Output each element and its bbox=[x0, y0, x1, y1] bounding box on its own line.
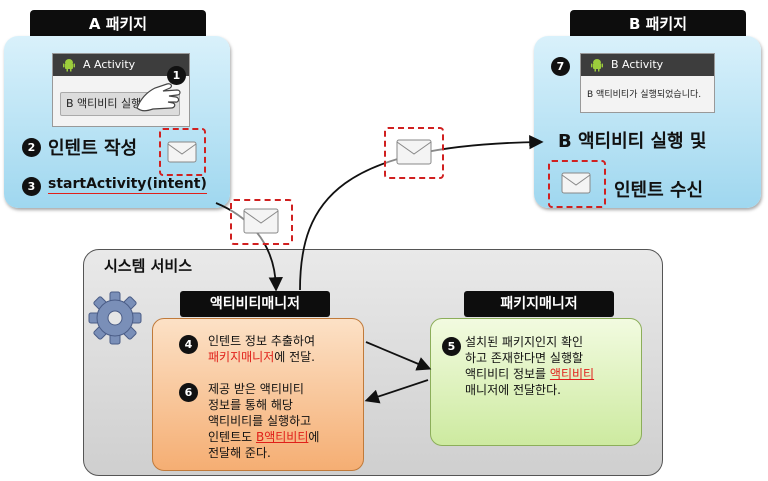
b-activity-highlight: B액티비티 bbox=[255, 430, 309, 444]
b-activity-titlebar: B Activity bbox=[581, 54, 714, 76]
b-activity-launch-label: B 액티비티 실행 bbox=[66, 97, 142, 110]
a-activity-title: A Activity bbox=[83, 58, 136, 71]
system-service-title: 시스템 서비스 bbox=[104, 257, 193, 275]
step-4-badge: 4 bbox=[179, 335, 198, 354]
step-3-badge: 3 bbox=[22, 177, 41, 196]
gear-icon bbox=[88, 291, 142, 345]
create-intent-label: 인텐트 작성 bbox=[48, 138, 138, 159]
package-a-title: A 패키지 bbox=[30, 10, 206, 38]
activity-highlight: 액티비티 bbox=[549, 367, 595, 381]
step-6-line2: 정보를 통해 해당 bbox=[208, 398, 293, 412]
envelope-icon bbox=[167, 141, 197, 163]
step-6-text: 제공 받은 액티비티 정보를 통해 해당 액티비티를 실행하고 인텐트도 B액티… bbox=[208, 381, 358, 461]
b-intent-highlight bbox=[548, 160, 606, 208]
a-activity-screen: A Activity B 액티비티 실행 bbox=[52, 53, 190, 127]
b-activity-title: B Activity bbox=[611, 58, 664, 71]
step-4-line2: 패키지매니저에 전달. bbox=[208, 349, 358, 365]
step-5-line1: 설치된 패키지인지 확인 bbox=[465, 335, 584, 349]
step-4-line2-rest: 에 전달. bbox=[274, 350, 315, 364]
a-activity-titlebar: A Activity bbox=[53, 54, 189, 76]
step-5-text: 설치된 패키지인지 확인 하고 존재한다면 실행할 액티비티 정보를 액티비티 … bbox=[465, 334, 637, 398]
package-b-title: B 패키지 bbox=[570, 10, 746, 38]
step-2-badge: 2 bbox=[22, 138, 41, 157]
a-intent-highlight bbox=[159, 128, 206, 176]
step-6-line4-a: 인텐트도 bbox=[208, 430, 256, 444]
package-manager-title: 패키지매니저 bbox=[464, 291, 614, 317]
step-5-line4: 매니저에 전달한다. bbox=[465, 383, 561, 397]
step-6-line3: 액티비티를 실행하고 bbox=[208, 414, 312, 428]
b-activity-run-label: B 액티비티 실행 및 bbox=[558, 131, 707, 152]
step-6-badge: 6 bbox=[179, 383, 198, 402]
step-4-text: 인텐트 정보 추출하여 패키지매니저에 전달. bbox=[208, 333, 358, 365]
b-activity-message: B 액티비티가 실행되었습니다. bbox=[587, 90, 702, 100]
step-6-line5: 전달해 준다. bbox=[208, 446, 271, 460]
step-6-line1: 제공 받은 액티비티 bbox=[208, 382, 304, 396]
step-5-line3-a: 액티비티 정보를 bbox=[465, 367, 550, 381]
intent-receive-label: 인텐트 수신 bbox=[614, 180, 704, 201]
envelope-icon bbox=[396, 139, 432, 165]
step-6-line4-b: 에 bbox=[308, 430, 320, 444]
android-icon bbox=[591, 59, 603, 72]
step-4-line1: 인텐트 정보 추출하여 bbox=[208, 334, 315, 348]
android-icon bbox=[63, 59, 75, 72]
step-1-badge: 1 bbox=[167, 66, 186, 85]
step-5-badge: 5 bbox=[442, 337, 461, 356]
step-6-line4: 인텐트도 B액티비티에 bbox=[208, 429, 358, 445]
intent-envelope-highlight-upper bbox=[384, 127, 444, 179]
step-7-badge: 7 bbox=[551, 57, 570, 76]
step-5-line3: 액티비티 정보를 액티비티 bbox=[465, 366, 637, 382]
activity-manager-title: 액티비티매니저 bbox=[180, 291, 330, 317]
start-activity-label: startActivity(intent) bbox=[48, 176, 207, 194]
package-manager-box bbox=[430, 318, 642, 446]
envelope-icon bbox=[561, 172, 591, 194]
package-manager-highlight: 패키지매니저 bbox=[208, 350, 275, 364]
envelope-icon bbox=[243, 208, 279, 234]
step-5-line2: 하고 존재한다면 실행할 bbox=[465, 351, 584, 365]
b-activity-screen: B Activity B 액티비티가 실행되었습니다. bbox=[580, 53, 715, 113]
hand-pointer-icon bbox=[136, 83, 181, 112]
